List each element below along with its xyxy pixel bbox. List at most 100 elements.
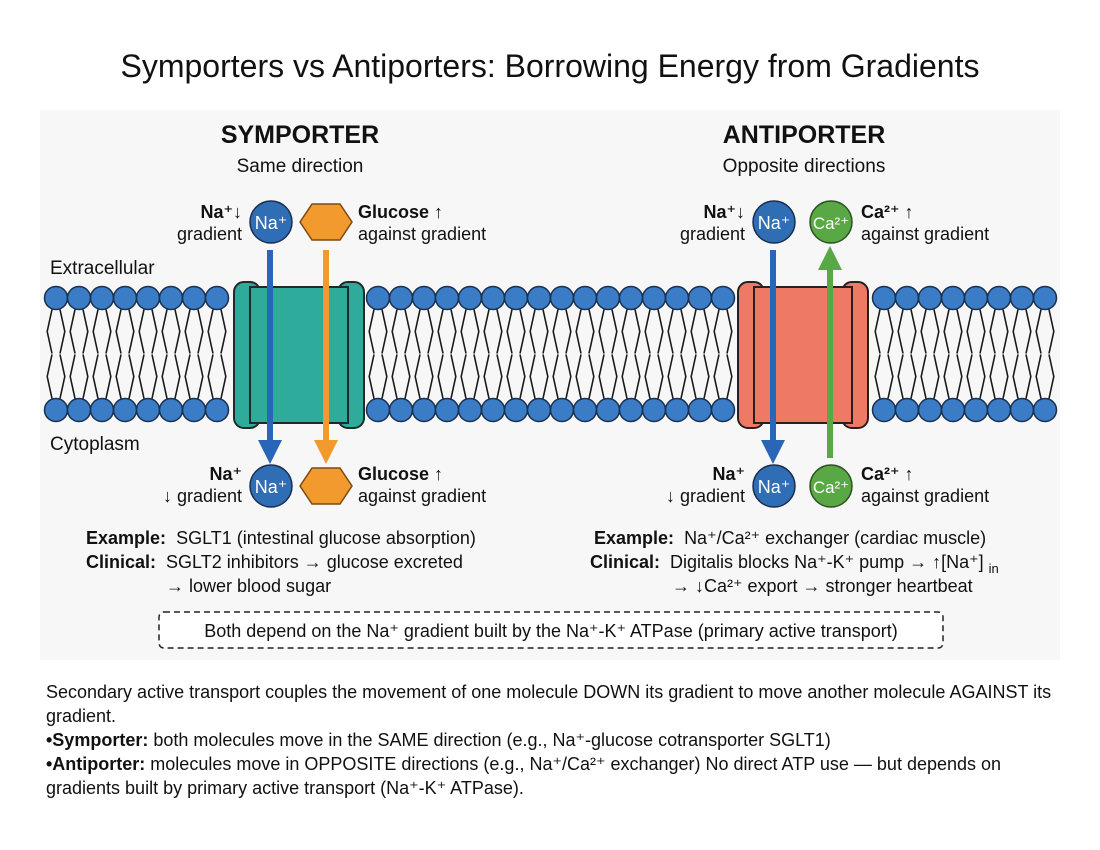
lipid-tail [529, 309, 536, 354]
lipid-head [457, 397, 483, 423]
lipid-head [687, 397, 713, 423]
lipid-tail [713, 309, 720, 354]
lipid-tail [207, 354, 214, 399]
lipid-head [940, 285, 966, 311]
lipid-tail [496, 309, 503, 354]
cytoplasm-label: Cytoplasm [50, 434, 140, 455]
lipid-head [135, 397, 161, 423]
lipid-head [503, 397, 529, 423]
lipid-tail [207, 309, 214, 354]
symporter-clinical-label: Clinical: [86, 552, 156, 572]
lipid-tail [82, 354, 89, 399]
lipid-head [43, 397, 69, 423]
antiporter-top-ca-label: Ca²⁺ ↑ [861, 202, 914, 222]
lipid-tail [667, 354, 674, 399]
antiporter-na-bottom-molecule [752, 464, 796, 508]
lipid-tail [220, 354, 227, 399]
lipid-tail [611, 354, 618, 399]
lipid-head [894, 285, 920, 311]
lipid-head [457, 285, 483, 311]
page-title: Symporters vs Antiporters: Borrowing Ene… [120, 48, 980, 84]
symporter-top-glucose-label: Glucose ↑ [358, 202, 443, 222]
lipid-head [411, 285, 437, 311]
lipid-tail [473, 309, 480, 354]
antiporter-example-label: Example: [594, 528, 674, 548]
symporter-protein [233, 281, 365, 429]
lipid-tail [391, 309, 398, 354]
antiporter-clinical: Clinical: Digitalis blocks Na⁺-K⁺ pump →… [590, 552, 999, 576]
antiporter-ca-bottom-symbol: Ca²⁺ [813, 478, 849, 497]
symporter-bullet-text: both molecules move in the SAME directio… [148, 730, 831, 750]
lipid-tail [197, 309, 204, 354]
lipid-tail [59, 309, 66, 354]
lipid-tail [634, 309, 641, 354]
symporter-top-glucose-gradient: against gradient [358, 224, 486, 244]
symporter-bottom-glucose-label: Glucose ↑ [358, 464, 443, 484]
lipid-tail [690, 354, 697, 399]
lipid-head [1032, 397, 1058, 423]
lipid-tail [552, 354, 559, 399]
lipid-tail [151, 309, 158, 354]
lipid-head [710, 285, 736, 311]
lipid-head [181, 285, 207, 311]
lipid-tail [437, 309, 444, 354]
lipid-head [963, 285, 989, 311]
antiporter-ca-bottom-molecule [809, 464, 853, 508]
lipid-head [112, 397, 138, 423]
lipid-tail [1035, 309, 1042, 354]
antiporter-ca-top-molecule [809, 200, 853, 244]
lipid-tail [703, 354, 710, 399]
lipid-tail [920, 309, 927, 354]
lipid-head [664, 397, 690, 423]
lipid-tail [128, 354, 135, 399]
lipid-head [986, 285, 1012, 311]
antiporter-top-na-label: Na⁺↓ [703, 202, 745, 222]
lipid-tail [713, 354, 720, 399]
lipid-tail [450, 354, 457, 399]
lipid-tail [483, 354, 490, 399]
lipid-tail [1035, 354, 1042, 399]
antiporter-clinical-text: Digitalis blocks Na⁺-K⁺ pump → ↑[Na⁺] [670, 552, 984, 572]
lipid-head [572, 397, 598, 423]
lipid-tail [220, 309, 227, 354]
lipid-tail [174, 309, 181, 354]
lipid-tail [92, 354, 99, 399]
lipid-tail [910, 309, 917, 354]
antiporter-clinical-subscript: in [989, 561, 999, 576]
lipid-tail [138, 354, 145, 399]
lipid-tail [105, 354, 112, 399]
lipid-tail [427, 354, 434, 399]
lipid-tail [966, 354, 973, 399]
antiporter-clinical-label: Clinical: [590, 552, 660, 572]
antiporter-bottom-ca-gradient: against gradient [861, 486, 989, 506]
lipid-tail [46, 354, 53, 399]
lipid-tail [368, 309, 375, 354]
antiporter-subheading: Opposite directions [723, 156, 886, 177]
symporter-bottom-na-gradient: ↓ gradient [163, 486, 242, 506]
lipid-tail [690, 309, 697, 354]
lipid-tail [161, 354, 168, 399]
lipid-tail [69, 309, 76, 354]
lipid-tail [657, 354, 664, 399]
lipid-head [411, 397, 437, 423]
lipid-head [204, 285, 230, 311]
lipid-head [158, 285, 184, 311]
lipid-tail [598, 354, 605, 399]
lipid-tail [644, 354, 651, 399]
antiporter-bullet-text: molecules move in OPPOSITE directions (e… [46, 754, 1002, 798]
lipid-tail [621, 354, 628, 399]
note-box [158, 611, 944, 649]
lipid-tail [174, 354, 181, 399]
lipid-head [204, 397, 230, 423]
symporter-example: Example: SGLT1 (intestinal glucose absor… [86, 528, 476, 548]
antiporter-protein [737, 281, 869, 429]
symporter-na-top-symbol: Na⁺ [255, 213, 288, 233]
lipid-tail [667, 309, 674, 354]
symporter-clinical-cont: → lower blood sugar [166, 576, 331, 596]
lipid-tail [483, 309, 490, 354]
lipid-tail [634, 354, 641, 399]
lipid-head [388, 397, 414, 423]
lipid-head [687, 285, 713, 311]
lipid-tail [92, 309, 99, 354]
symporter-clinical-text: SGLT2 inhibitors → glucose excreted [166, 552, 463, 572]
